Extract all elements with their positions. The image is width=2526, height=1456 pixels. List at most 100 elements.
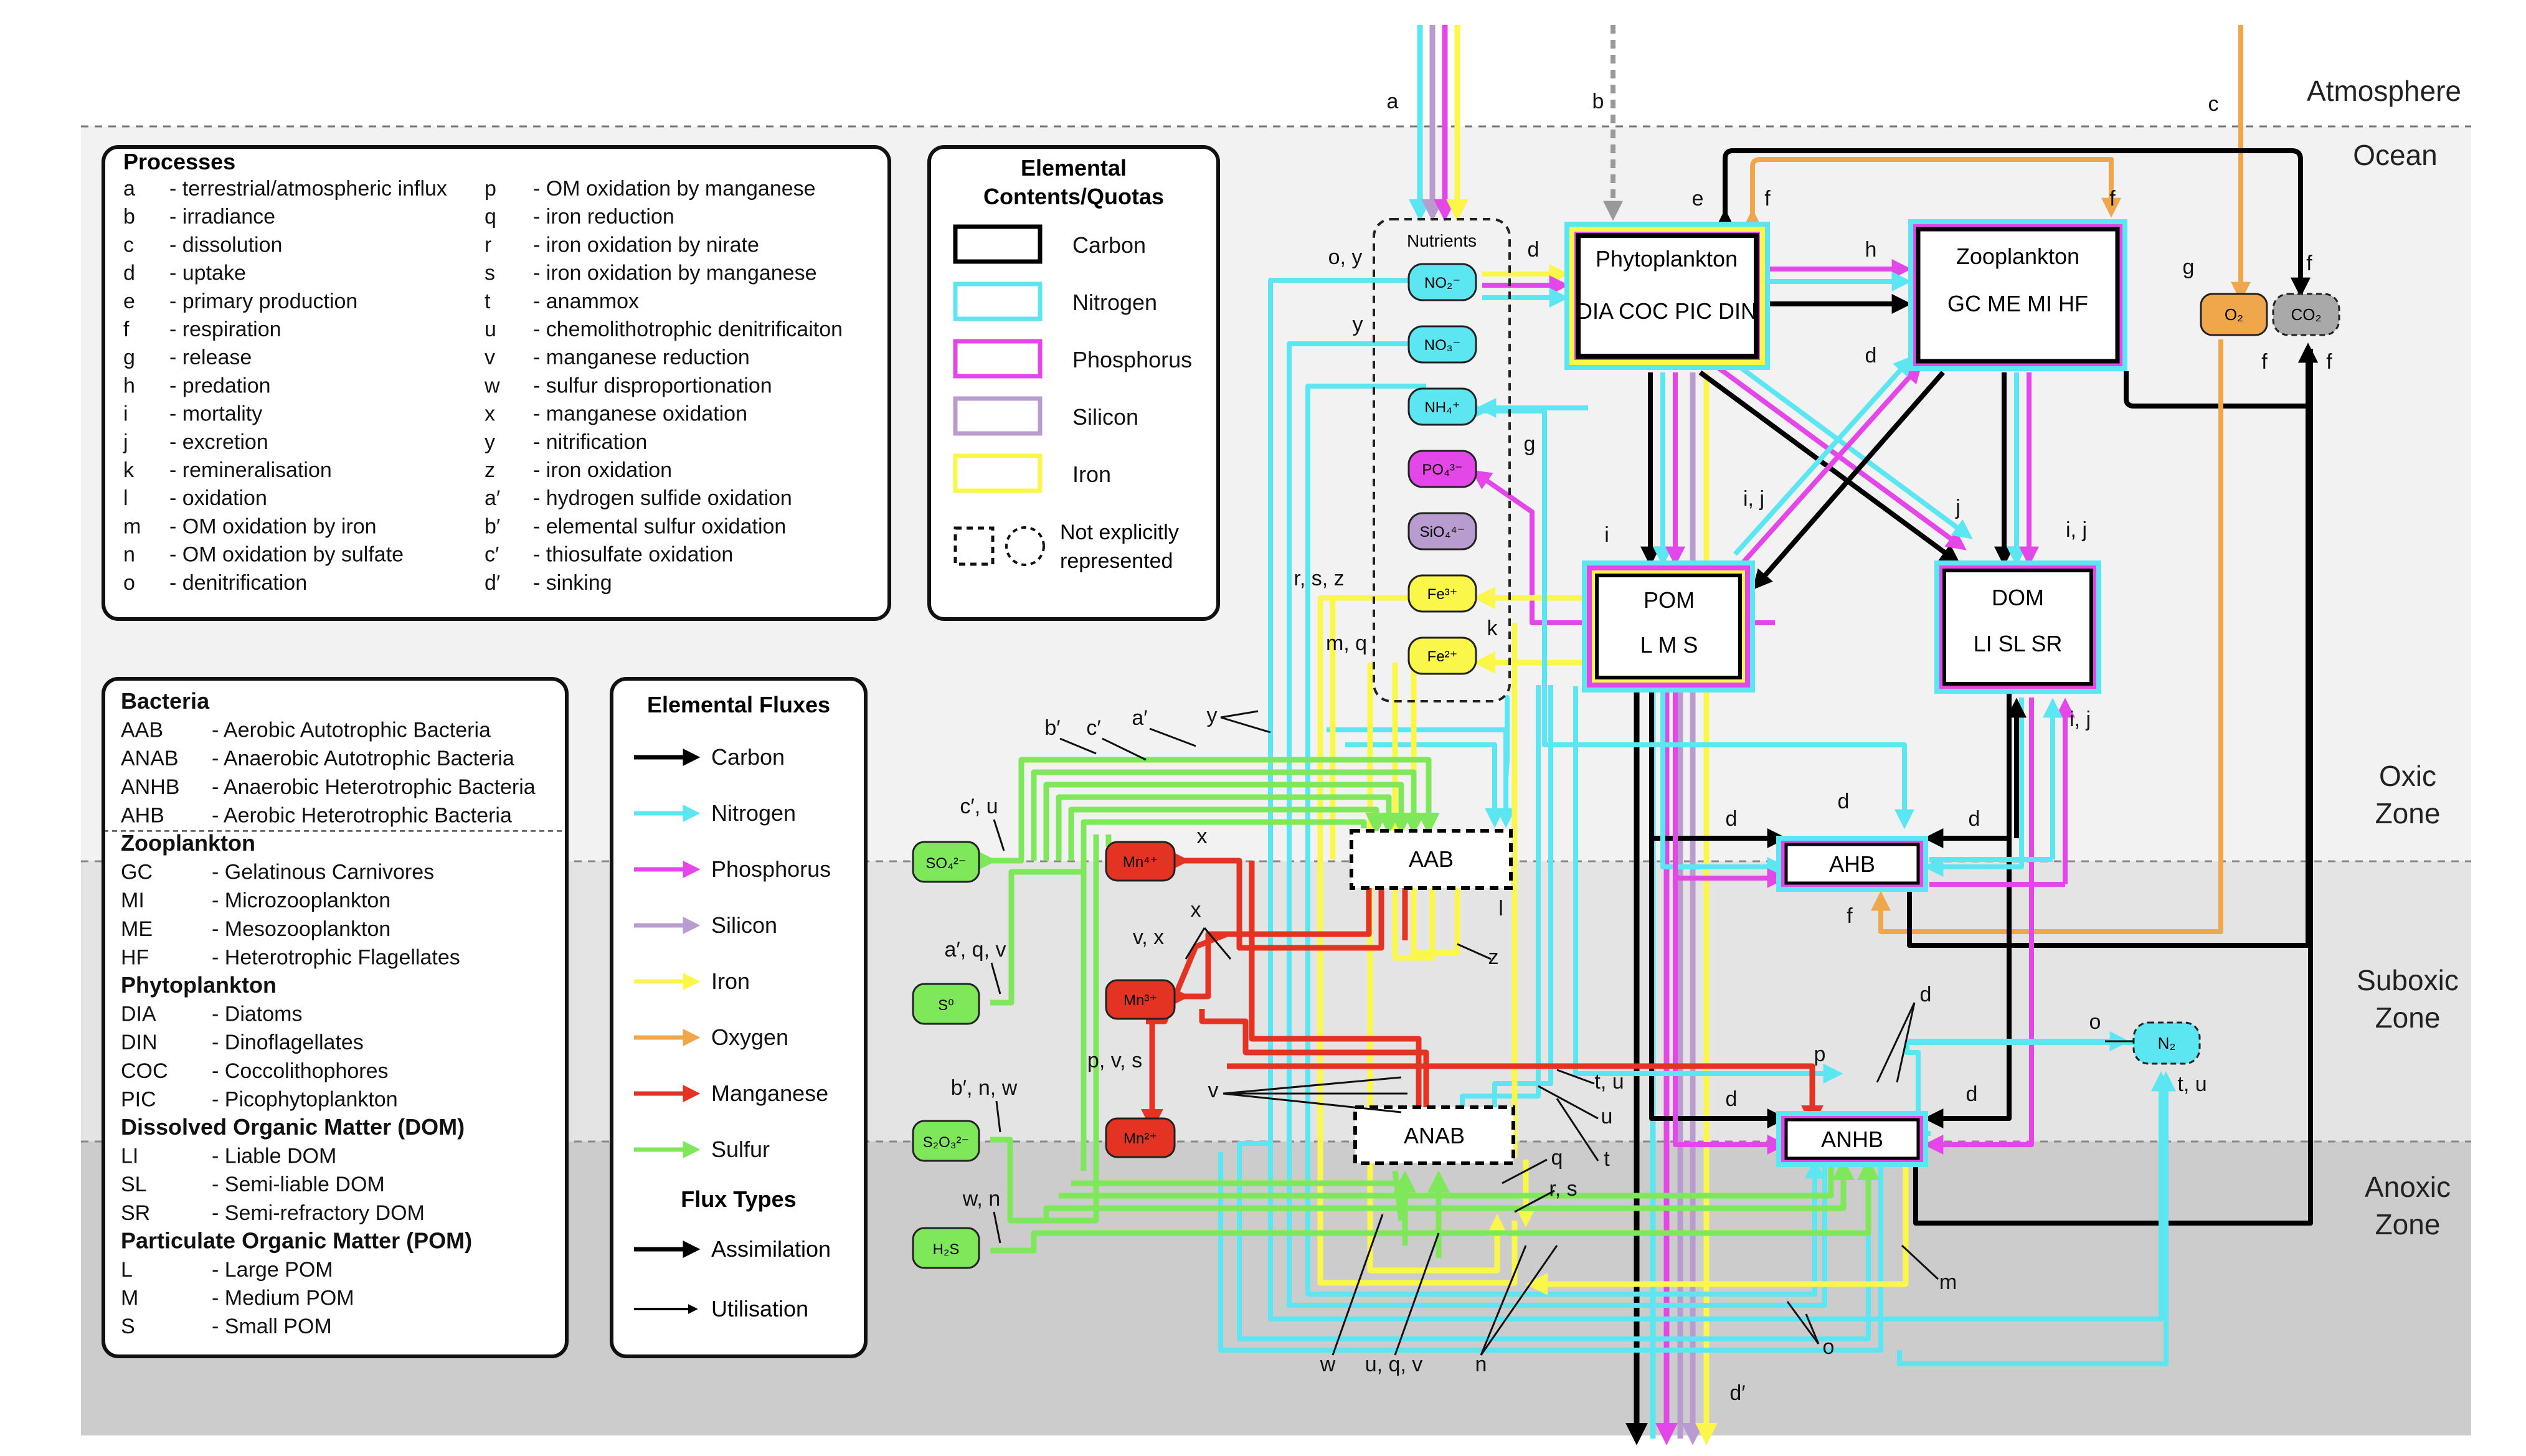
- zooplankton-box: Zooplankton GC ME MI HF: [1908, 219, 2127, 371]
- sulfur-species-pill: [912, 983, 980, 1025]
- process-desc: - manganese reduction: [533, 346, 750, 369]
- ocean-label: Ocean: [2353, 139, 2438, 171]
- not-explicit-circle-icon: [1005, 526, 1045, 566]
- pom-sizes: L M S: [1640, 632, 1698, 658]
- n2-pool: N₂: [2132, 1021, 2201, 1065]
- label-d-anhb-t: d: [1920, 983, 1932, 1006]
- label-c: c: [2208, 92, 2219, 116]
- process-key: k: [123, 458, 135, 482]
- group-desc: - Mesozooplankton: [212, 917, 390, 941]
- group-abbr: ANAB: [121, 747, 179, 770]
- phytoplankton-box: Phytoplankton DIA COC PIC DIN: [1564, 222, 1770, 370]
- dom-title: DOM: [1992, 585, 2044, 610]
- group-desc: - Dinoflagellates: [212, 1031, 364, 1054]
- group-desc: - Picophytoplankton: [212, 1087, 398, 1111]
- group-abbr: PIC: [121, 1087, 156, 1111]
- sulfur-species-label: S⁰: [938, 997, 954, 1014]
- anab-box: ANAB: [1353, 1105, 1515, 1165]
- group-abbr: MI: [121, 889, 144, 912]
- flux-label: Phosphorus: [711, 856, 831, 882]
- process-desc: - mortality: [169, 402, 262, 426]
- manganese-species: Mn⁴⁺Mn³⁺Mn²⁺: [1105, 841, 1176, 1158]
- group-abbr: AAB: [121, 719, 163, 742]
- process-desc: - hydrogen sulfide oxidation: [533, 486, 792, 510]
- pom-box: POM L M S: [1582, 560, 1755, 693]
- process-desc: - thiosulfate oxidation: [533, 543, 733, 567]
- co2-label: CO₂: [2291, 305, 2321, 324]
- process-key: c′: [485, 543, 499, 567]
- label-rsz: r, s, z: [1294, 567, 1344, 590]
- group-section-title: Zooplankton: [121, 830, 255, 856]
- aab-box: AAB: [1350, 829, 1513, 890]
- nutrient-pill: [1407, 450, 1477, 488]
- anoxic-label-2: Zone: [2375, 1208, 2441, 1241]
- label-g: g: [1524, 432, 1536, 456]
- group-section-title: Phytoplankton: [121, 972, 277, 998]
- group-desc: - Semi-liable DOM: [212, 1173, 385, 1196]
- label-h: h: [1865, 238, 1877, 262]
- oxic-label-1: Oxic: [2379, 760, 2436, 792]
- contents-title-2: Contents/Quotas: [983, 184, 1164, 209]
- label-ij-dom: i, j: [2066, 518, 2087, 542]
- group-abbr: SL: [121, 1173, 147, 1196]
- label-m: m: [1939, 1270, 1957, 1294]
- label-f-co2b: f: [2261, 350, 2268, 374]
- group-abbr: COC: [121, 1059, 168, 1083]
- flux-label-layer: a b c e f f g f f f h d d o, y y g i i, …: [945, 90, 2333, 1405]
- oxic-label-2: Zone: [2375, 797, 2441, 830]
- label-v: v: [1208, 1079, 1219, 1102]
- anab-label: ANAB: [1404, 1123, 1465, 1148]
- flux-label: Silicon: [711, 912, 777, 938]
- process-desc: - iron oxidation by manganese: [533, 262, 817, 285]
- process-desc: - dissolution: [169, 233, 282, 257]
- label-cpu: c′, u: [960, 795, 998, 818]
- label-x: x: [1197, 825, 1208, 848]
- content-swatch: [953, 281, 1043, 321]
- not-explicit-box-icon: [953, 526, 995, 566]
- nutrient-pill: [1407, 263, 1477, 301]
- label-d-ahb-l: d: [1726, 807, 1738, 831]
- sulfur-species-pill: [912, 1227, 980, 1269]
- ahb-label: AHB: [1829, 851, 1875, 877]
- label-o-n2: o: [2089, 1010, 2101, 1034]
- process-key: c: [123, 233, 134, 257]
- label-z: z: [1488, 945, 1499, 969]
- phytoplankton-groups: DIA COC PIC DIN: [1576, 298, 1757, 324]
- label-x2: x: [1191, 898, 1201, 922]
- sulfur-species-label: S₂O₃²⁻: [923, 1134, 969, 1151]
- group-desc: - Small POM: [212, 1315, 332, 1338]
- label-uqv: u, q, v: [1365, 1353, 1423, 1376]
- phytoplankton-title: Phytoplankton: [1596, 246, 1738, 272]
- fluxes-title: Elemental Fluxes: [647, 692, 830, 717]
- group-abbr: DIN: [121, 1031, 158, 1054]
- content-label: Silicon: [1072, 404, 1138, 430]
- content-label: Carbon: [1072, 232, 1146, 258]
- pom-title: POM: [1644, 587, 1695, 613]
- label-apqv: a′, q, v: [945, 938, 1006, 962]
- label-mq: m, q: [1326, 631, 1367, 655]
- content-swatch: [953, 396, 1043, 436]
- content-swatch: [953, 339, 1043, 379]
- label-f-co2c: f: [2326, 350, 2332, 374]
- manganese-species-pill: [1105, 1117, 1176, 1158]
- group-abbr: ANHB: [121, 775, 179, 799]
- processes-title: Processes: [123, 149, 235, 174]
- suboxic-label-2: Zone: [2375, 1001, 2441, 1034]
- process-desc: - iron oxidation by nirate: [533, 233, 759, 257]
- process-desc: - terrestrial/atmospheric influx: [169, 177, 447, 201]
- label-rs: r, s: [1549, 1177, 1577, 1201]
- nutrient-label: NO₂⁻: [1424, 275, 1460, 291]
- process-key: g: [123, 346, 135, 369]
- label-e: e: [1692, 187, 1704, 210]
- content-swatch: [953, 453, 1043, 493]
- ahb-box: AHB: [1776, 836, 1928, 892]
- label-d-ahb-r: d: [1969, 807, 1980, 831]
- group-desc: - Microzooplankton: [212, 889, 390, 912]
- group-abbr: ME: [121, 917, 153, 941]
- sulfur-species-pill: [912, 841, 980, 883]
- manganese-species-pill: [1105, 979, 1176, 1020]
- group-section-title: Dissolved Organic Matter (DOM): [121, 1114, 465, 1140]
- process-desc: - manganese oxidation: [533, 402, 747, 426]
- group-abbr: GC: [121, 861, 153, 884]
- process-desc: - uptake: [169, 262, 246, 285]
